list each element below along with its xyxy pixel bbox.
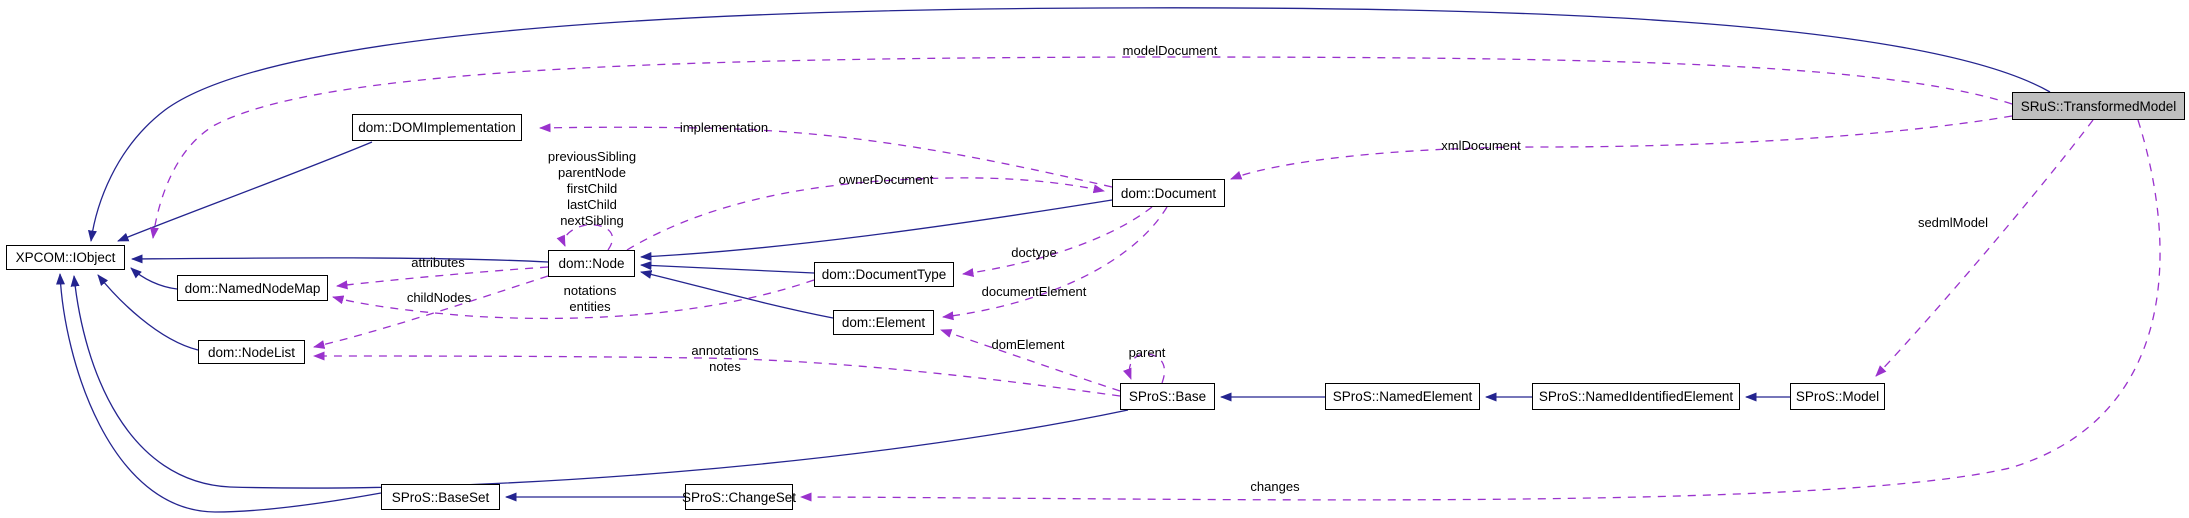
edge-inherit-transformedmodel-iobject [87,7,2051,242]
edge-label-lastchild: lastChild [567,197,617,212]
edge-label-previoussibling: previousSibling [548,149,636,164]
node-xpcom-iobject[interactable]: XPCOM::IObject [6,245,125,270]
edge-inherit-element-node [640,270,834,319]
node-spros-namedelement[interactable]: SProS::NamedElement [1325,383,1480,410]
edge-usage-xmldocument [1230,115,2013,180]
edge-usage-childnodes [313,275,549,349]
edge-inherit-domimplementation-iobject [117,141,373,242]
edge-usage-doctype [962,206,1153,278]
edge-usage-domelement [940,329,1121,392]
edge-usage-documentelement [942,206,1168,321]
edge-usage-implementation [539,123,1113,188]
node-dom-node[interactable]: dom::Node [548,250,635,277]
edge-inherit-document-node [640,199,1113,261]
edge-usage-changes [800,119,2161,502]
node-dom-nodelist[interactable]: dom::NodeList [198,340,305,364]
edge-inherit-base-iobject [70,275,1129,489]
node-spros-namedidentifiedelement[interactable]: SProS::NamedIdentifiedElement [1532,383,1740,410]
edge-usage-node-selfloop [556,224,614,251]
edge-label-attributes: attributes [411,255,465,270]
node-dom-namednodemap[interactable]: dom::NamedNodeMap [177,275,328,301]
edge-label-doctype: doctype [1011,245,1057,260]
edge-inherit-baseset-iobject [55,273,382,513]
edge-label-notations: notations [564,283,617,298]
edge-label-childnodes: childNodes [407,290,472,305]
edge-usage-parent-selfloop [1123,353,1166,384]
edge-label-domelement: domElement [992,337,1065,352]
node-spros-model[interactable]: SProS::Model [1790,383,1885,410]
edge-label-documentelement: documentElement [982,284,1087,299]
node-srus-transformedmodel[interactable]: SRuS::TransformedModel [2012,92,2185,120]
edge-usage-sedmlmodel [1875,119,2094,377]
edge-label-implementation: implementation [680,120,768,135]
node-spros-changeset[interactable]: SProS::ChangeSet [682,484,796,510]
edge-label-firstchild: firstChild [567,181,618,196]
edge-usage-notations-entities [332,279,815,320]
edge-inherit-nodelist-iobject [97,274,199,351]
edge-usage-annotations-notes [313,351,1121,397]
edge-label-parent: parent [1129,345,1166,360]
edge-usage-ownerdocument [626,177,1105,251]
edge-label-parentnode: parentNode [558,165,626,180]
edge-label-ownerdocument: ownerDocument [839,172,934,187]
node-dom-element[interactable]: dom::Element [833,310,934,335]
edge-label-modeldocument: modelDocument [1123,43,1218,58]
node-dom-document[interactable]: dom::Document [1112,179,1225,207]
edge-usage-attributes [336,266,549,290]
edge-label-entities: entities [569,299,611,314]
edge-inherit-documenttype-node [640,261,815,274]
edge-label-changes: changes [1250,479,1300,494]
edge-label-nextsibling: nextSibling [560,213,624,228]
edge-label-xmldocument: xmlDocument [1441,138,1521,153]
edge-inherit-node-iobject [131,254,549,264]
edge-usage-modeldocument [149,56,2013,239]
node-spros-baseset[interactable]: SProS::BaseSet [381,484,500,510]
node-spros-base[interactable]: SProS::Base [1120,383,1215,410]
node-dom-domimplementation[interactable]: dom::DOMImplementation [352,114,522,141]
edge-label-sedmlmodel: sedmlModel [1918,215,1988,230]
node-dom-documenttype[interactable]: dom::DocumentType [814,262,954,287]
edge-inherit-namednodemap-iobject [130,267,178,290]
edge-label-notes: notes [709,359,741,374]
edge-label-annotations: annotations [691,343,759,358]
